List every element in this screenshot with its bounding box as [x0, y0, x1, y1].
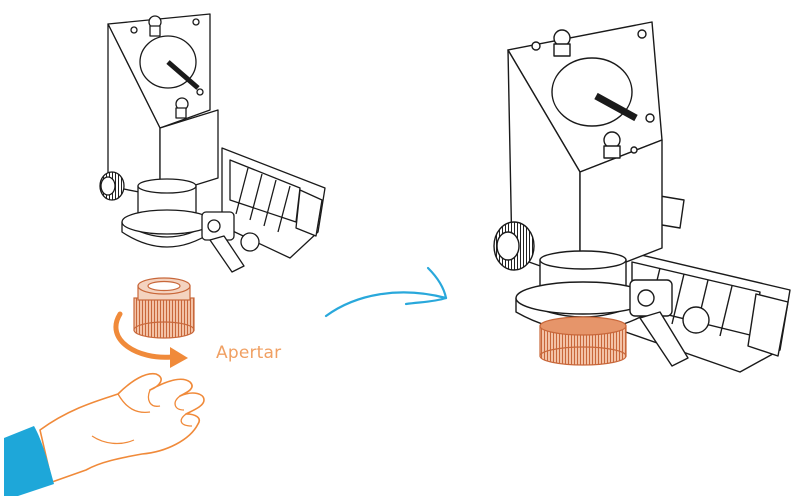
glove-cuff [4, 426, 54, 496]
hand-icon [4, 372, 205, 496]
side-bracket-left [221, 147, 326, 259]
adjust-screw [531, 29, 655, 159]
curved-arrow-icon [324, 291, 448, 318]
focus-knob [493, 221, 535, 271]
laser-head-after [493, 21, 791, 373]
laser-head-before [99, 13, 326, 273]
curved-arrow-icon [113, 311, 175, 360]
housing-front-face [159, 109, 219, 197]
tighten-label: Apertar [216, 343, 282, 363]
focus-knob [99, 171, 125, 201]
nozzle-loose [133, 277, 195, 339]
lever-clamp [201, 211, 260, 273]
rotation-arrow [113, 311, 188, 368]
lever-clamp [629, 279, 710, 367]
nozzle-installed [539, 316, 627, 366]
transition-arrow [324, 266, 448, 318]
adjust-screw [130, 15, 204, 119]
